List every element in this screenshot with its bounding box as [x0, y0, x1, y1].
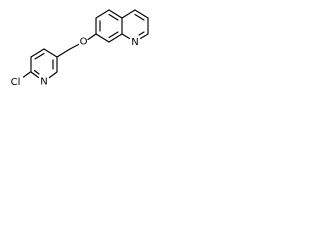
bond-ch2-o: [69, 43, 80, 50]
bond-ring-ch2: [56, 48, 71, 58]
bond-pyridine-6: [30, 71, 40, 79]
bond-pyridine-2: [30, 48, 45, 58]
bond-q-5-inner: [108, 31, 119, 39]
chemical-structure-diagram: Cl N O N: [11, 9, 149, 88]
bond-qp-5: [121, 33, 131, 40]
ether-bridge: [87, 33, 97, 41]
bond-pyridine-5: [48, 71, 58, 79]
bond-qp-2: [134, 9, 149, 19]
bond-qp-4: [139, 33, 149, 40]
bond-pyridine-2-inner: [34, 52, 45, 60]
bond-qp-2-inner: [134, 13, 145, 21]
ether-oxygen-label: O: [80, 37, 88, 48]
bond-q-2: [95, 9, 110, 19]
pyridine-ring: [22, 48, 58, 79]
methylene-linker: [56, 43, 80, 58]
bond-q-5: [108, 33, 123, 43]
bond-cl-c: [22, 71, 32, 78]
bond-pyridine-6-inner: [33, 69, 40, 75]
bond-q-3: [108, 9, 123, 19]
bond-qp-4-inner: [138, 31, 145, 36]
quinoline-pyridine-ring: [121, 9, 149, 40]
bond-o-quinoline: [87, 33, 97, 41]
bond-pyridine-3: [43, 48, 58, 58]
bond-q-3-inner: [108, 13, 119, 21]
bond-qp-1: [121, 9, 136, 19]
pyridine-nitrogen-label: N: [40, 77, 47, 88]
molecule-canvas: Cl N O N: [0, 0, 151, 108]
chlorine-atom-label: Cl: [11, 77, 21, 88]
bond-q-6: [95, 33, 110, 43]
quinoline-benzene-ring: [95, 9, 123, 43]
quinoline-nitrogen-label: N: [131, 37, 138, 48]
